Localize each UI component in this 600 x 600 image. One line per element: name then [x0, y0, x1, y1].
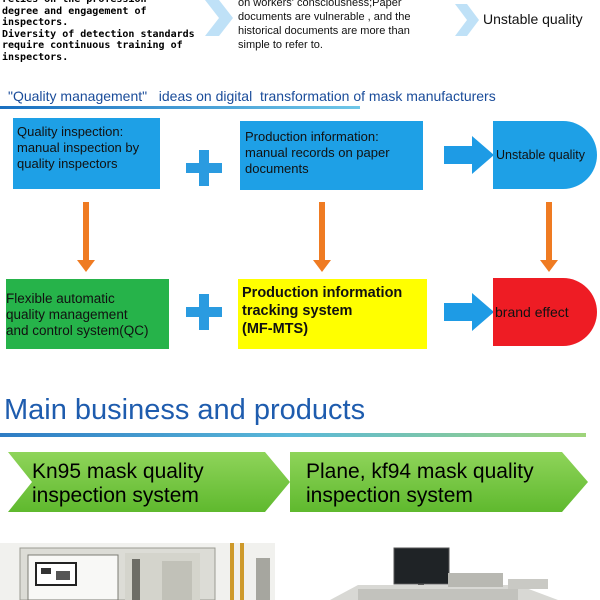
top-chevron-2	[455, 4, 481, 41]
mf-mts-box: Production information tracking system (…	[238, 279, 427, 349]
product-banner	[0, 452, 590, 512]
production-information-box: Production information: manual records o…	[240, 121, 423, 190]
production-information-label: Production information: manual records o…	[245, 129, 390, 176]
quality-inspection-label: Quality inspection: manual inspection by…	[17, 124, 140, 171]
down-arrow-icon-3	[540, 202, 558, 272]
products-title-underline	[0, 433, 586, 437]
top-chevron-1	[205, 0, 235, 41]
top-middle-text: on workers' consciousness;Paper document…	[238, 0, 411, 51]
unstable-quality-result: Unstable quality	[493, 121, 597, 189]
unstable-quality-label: Unstable quality	[496, 148, 585, 162]
brand-effect-label: brand effect	[495, 304, 569, 320]
kf94-machine-image	[318, 543, 600, 600]
quality-inspection-box: Quality inspection: manual inspection by…	[13, 118, 160, 189]
plus-icon-2	[186, 294, 222, 330]
mf-mts-label: Production information tracking system (…	[242, 285, 403, 337]
flexible-qc-box: Flexible automatic quality management an…	[6, 279, 169, 349]
section-title-underline	[0, 106, 360, 109]
section-title: "Quality management" ideas on digital tr…	[8, 88, 496, 104]
right-arrow-icon-1	[444, 136, 494, 174]
product-kn95-label: Kn95 mask quality inspection system	[32, 460, 204, 507]
kn95-machine-image	[0, 543, 275, 600]
down-arrow-icon-1	[77, 202, 95, 272]
plus-icon-1	[186, 150, 222, 186]
right-arrow-icon-2	[444, 293, 494, 331]
product-kf94-label: Plane, kf94 mask quality inspection syst…	[306, 460, 534, 507]
flexible-qc-label: Flexible automatic quality management an…	[6, 291, 149, 338]
down-arrow-icon-2	[313, 202, 331, 272]
top-left-text: relies on the profession degree and enga…	[2, 0, 195, 63]
top-right-text: Unstable quality	[483, 11, 583, 27]
brand-effect-result: brand effect	[493, 278, 597, 346]
products-title: Main business and products	[4, 394, 366, 426]
